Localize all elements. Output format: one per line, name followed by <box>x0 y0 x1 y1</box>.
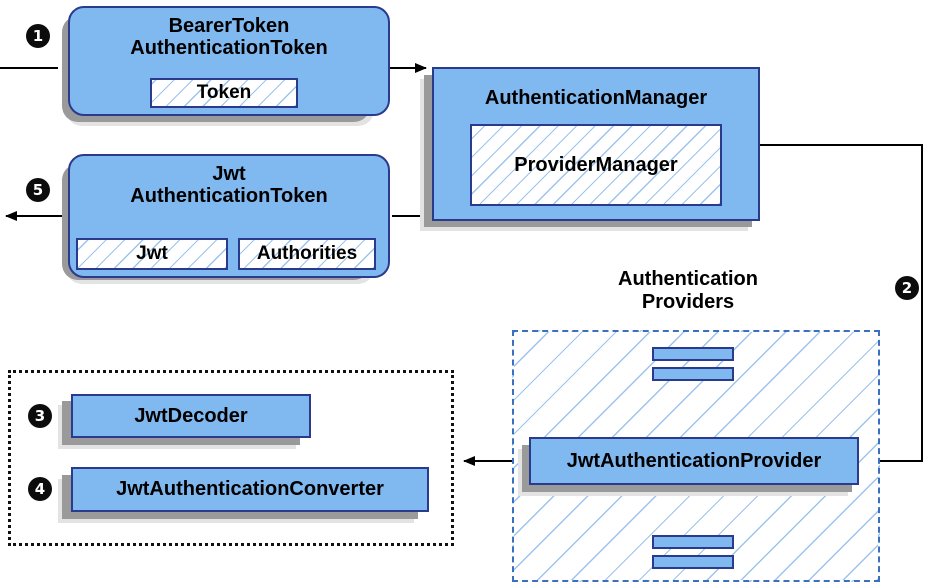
authorities-field-label: Authorities <box>256 243 358 264</box>
step-badge-1-label: 1 <box>32 26 44 45</box>
provider-stack-bar-top-2 <box>652 367 734 381</box>
node-jwt-field[interactable]: Jwt <box>76 238 228 270</box>
jwt-authentication-provider-label: JwtAuthenticationProvider <box>566 449 822 472</box>
node-jwt-decoder[interactable]: JwtDecoder <box>71 394 311 438</box>
jwt-authentication-converter-label: JwtAuthenticationConverter <box>116 478 384 501</box>
node-jwt-authentication-converter[interactable]: JwtAuthenticationConverter <box>71 467 429 512</box>
token-field-label: Token <box>196 82 252 103</box>
bearer-token-label: BearerToken AuthenticationToken <box>130 15 328 60</box>
authentication-manager-label: AuthenticationManager <box>484 87 708 109</box>
group-support-components <box>8 370 454 546</box>
provider-manager-label: ProviderManager <box>514 153 678 176</box>
node-token-field[interactable]: Token <box>150 78 298 108</box>
node-provider-manager[interactable]: ProviderManager <box>470 124 722 206</box>
step-badge-3-label: 3 <box>34 406 46 425</box>
authentication-providers-caption: Authentication Providers <box>618 268 758 313</box>
step-badge-4-label: 4 <box>34 479 46 498</box>
step-badge-4: 4 <box>28 477 52 501</box>
jwt-decoder-label: JwtDecoder <box>134 404 248 427</box>
jwt-token-label: Jwt AuthenticationToken <box>130 163 328 208</box>
step-badge-1: 1 <box>26 24 50 48</box>
node-authorities-field[interactable]: Authorities <box>238 238 376 270</box>
node-jwt-authentication-provider[interactable]: JwtAuthenticationProvider <box>529 437 859 485</box>
provider-stack-bar-bottom-2 <box>652 555 734 569</box>
step-badge-3: 3 <box>28 404 52 428</box>
step-badge-2: 2 <box>895 276 919 300</box>
provider-stack-bar-bottom-1 <box>652 535 734 549</box>
step-badge-5-label: 5 <box>32 180 44 199</box>
node-bearer-token-authentication-token[interactable]: BearerToken AuthenticationToken <box>68 6 390 116</box>
provider-stack-bar-top-1 <box>652 347 734 361</box>
jwt-field-label: Jwt <box>136 243 168 264</box>
step-badge-5: 5 <box>26 178 50 202</box>
step-badge-2-label: 2 <box>901 278 913 297</box>
